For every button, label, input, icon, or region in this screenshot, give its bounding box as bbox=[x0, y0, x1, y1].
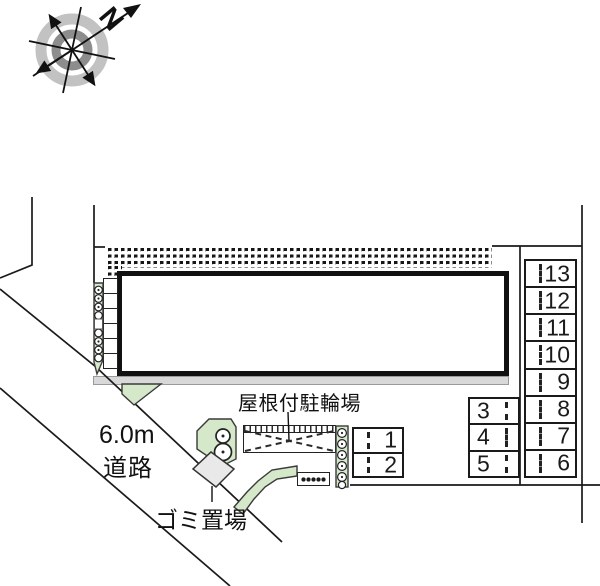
parking-divider bbox=[505, 454, 508, 473]
parking-divider bbox=[539, 291, 542, 311]
parking-divider bbox=[539, 318, 542, 338]
parking-divider bbox=[539, 399, 542, 419]
tree-circles bbox=[213, 428, 233, 462]
walkway-strip bbox=[93, 376, 509, 385]
garbage-box bbox=[191, 451, 236, 488]
parking-space: 1 bbox=[354, 426, 402, 454]
unit-cell bbox=[104, 279, 117, 294]
parking-divider bbox=[539, 345, 542, 365]
parking-space: 3 bbox=[470, 397, 518, 426]
north-label: N bbox=[93, 0, 130, 37]
building-left-units bbox=[103, 278, 118, 369]
parking-space: 9 bbox=[526, 370, 575, 397]
parking-number: 6 bbox=[557, 449, 570, 476]
unit-cell bbox=[104, 324, 117, 339]
parking-number: 12 bbox=[544, 287, 570, 314]
parking-block-3-5: 3 4 5 bbox=[468, 397, 520, 478]
shrub-dots-right bbox=[340, 431, 344, 479]
parking-space: 7 bbox=[526, 424, 575, 451]
bicycle-shed bbox=[243, 425, 336, 453]
green-strip-left bbox=[93, 282, 104, 377]
parking-number: 2 bbox=[384, 451, 397, 478]
building-outline bbox=[117, 271, 509, 376]
shrub-circles-right bbox=[337, 428, 348, 490]
green-bicycle-area bbox=[196, 418, 237, 467]
step-dots bbox=[301, 476, 326, 483]
parking-number: 9 bbox=[557, 368, 570, 395]
parking-space: 4 bbox=[470, 423, 518, 452]
parking-divider bbox=[539, 426, 542, 446]
green-strip-right bbox=[335, 425, 349, 488]
parking-divider bbox=[505, 428, 508, 447]
parking-divider bbox=[367, 432, 370, 449]
parking-space: 11 bbox=[526, 314, 575, 343]
parking-number: 11 bbox=[546, 314, 570, 341]
parking-divider bbox=[539, 372, 542, 392]
parking-space: 13 bbox=[526, 260, 575, 289]
shrub-circles-left bbox=[94, 285, 103, 363]
garbage-area-label: ゴミ置場 bbox=[155, 507, 247, 533]
parking-number: 4 bbox=[477, 423, 490, 450]
paving-hatch-band bbox=[105, 248, 492, 268]
parking-number: 7 bbox=[557, 422, 570, 449]
parking-block-1-2: 1 2 bbox=[352, 427, 404, 478]
entrance-step-box bbox=[297, 472, 330, 486]
parking-space: 12 bbox=[526, 287, 575, 316]
parking-number: 5 bbox=[477, 450, 490, 477]
road-name-label: 道路 bbox=[103, 455, 153, 482]
parking-divider bbox=[505, 402, 508, 421]
parking-space: 2 bbox=[354, 451, 402, 478]
unit-cell bbox=[104, 294, 117, 309]
parking-number: 10 bbox=[544, 341, 570, 368]
road-width-label: 6.0m bbox=[99, 421, 155, 449]
parking-space: 6 bbox=[526, 451, 575, 476]
parking-number: 13 bbox=[544, 260, 570, 287]
parking-number: 8 bbox=[557, 395, 570, 422]
green-triangle bbox=[121, 383, 164, 406]
parking-block-6-13: 13 12 11 10 9 8 7 6 bbox=[524, 259, 577, 478]
unit-cell bbox=[104, 309, 117, 324]
parking-space: 5 bbox=[470, 452, 518, 476]
parking-space: 10 bbox=[526, 341, 575, 370]
parking-space: 8 bbox=[526, 397, 575, 424]
bicycle-shed-label: 屋根付駐輪場 bbox=[238, 393, 361, 415]
parking-number: 3 bbox=[477, 397, 490, 424]
unit-cell bbox=[104, 339, 117, 354]
parking-divider bbox=[367, 456, 370, 473]
unit-cell bbox=[104, 354, 117, 368]
parking-divider bbox=[539, 264, 542, 284]
bicycle-shed-roof bbox=[244, 426, 335, 433]
parking-divider bbox=[539, 453, 542, 473]
parking-number: 1 bbox=[384, 426, 397, 453]
